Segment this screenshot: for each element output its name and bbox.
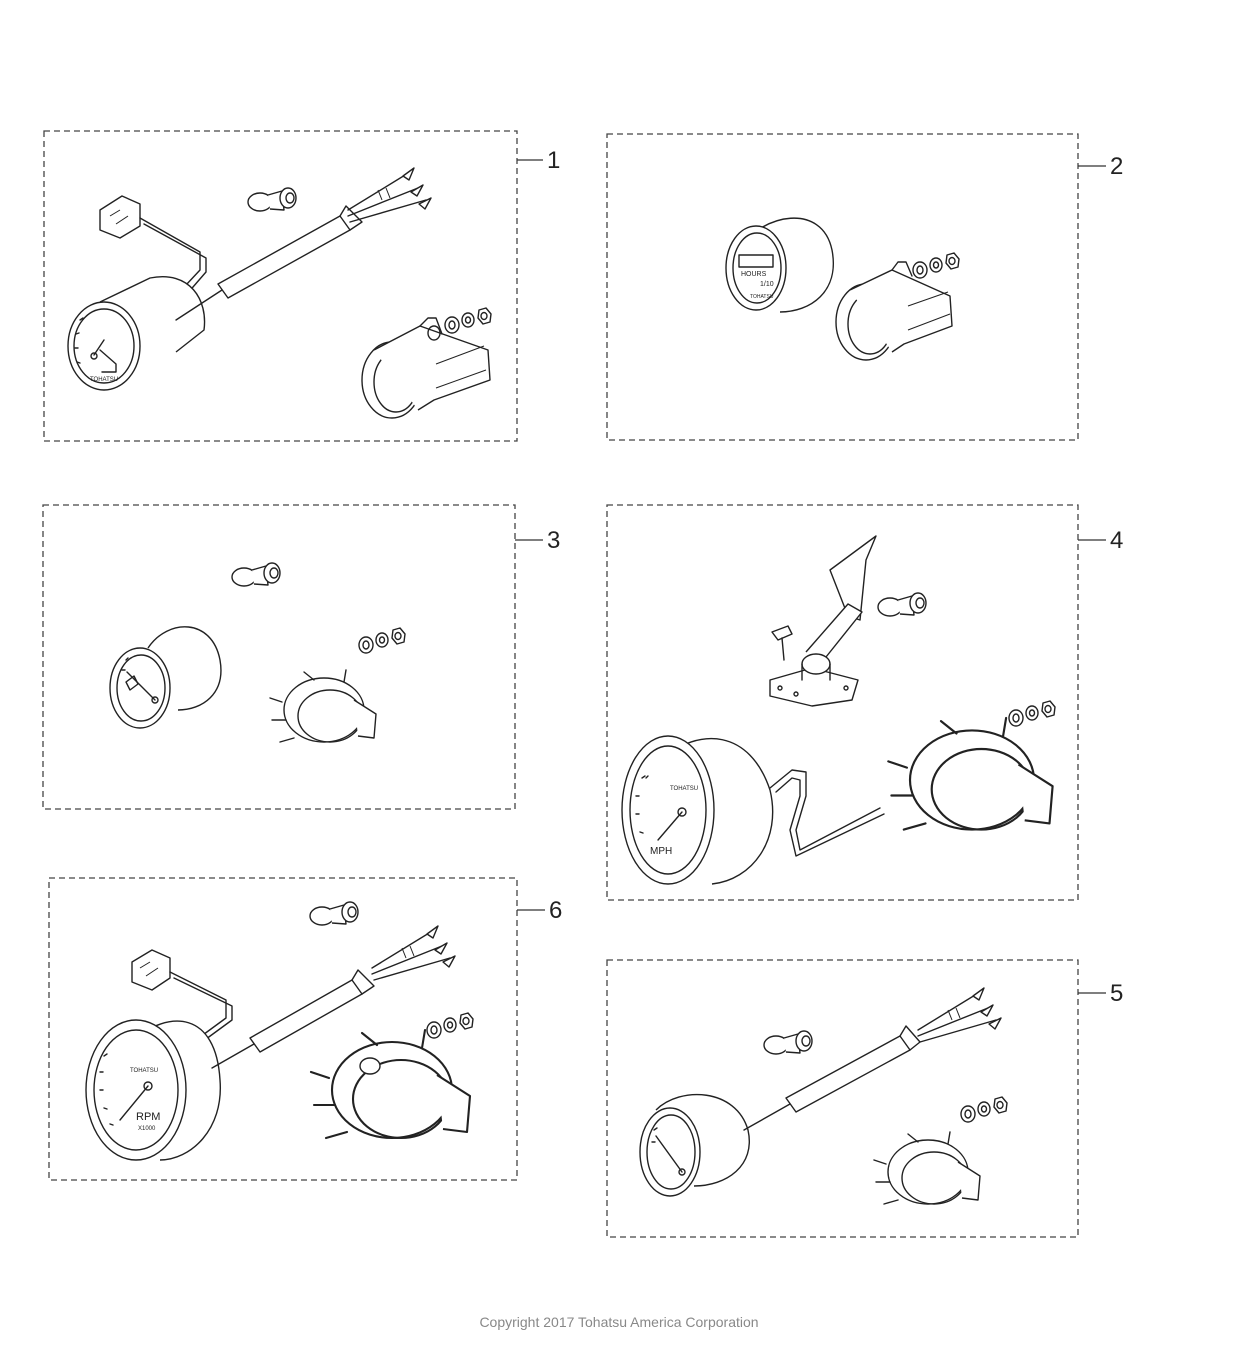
copyright-footer: Copyright 2017 Tohatsu America Corporati… [479,1314,759,1330]
kit-frame-2 [606,133,1079,441]
kit-2-dial-unit: 1/10 [760,281,774,288]
kit-6-dial-scale: X1000 [138,1126,156,1132]
kit-frame-4 [606,504,1079,901]
kit-2-dial-hours: HOURS [741,271,767,278]
kit-6-parts: TOHATSU RPM X1000 [85,901,474,1161]
callout-2: 2 [1110,153,1123,180]
kit-frame-1 [43,130,518,442]
kit-frame-5 [606,959,1079,1238]
kit-4-dial-unit: MPH [650,846,672,857]
callout-1: 1 [547,147,560,174]
callout-5: 5 [1110,980,1123,1007]
kit-2-dial-brand: TOHATSU [750,294,774,300]
kit-4-dial-brand: TOHATSU [670,786,698,792]
kit-3-parts [109,562,406,743]
callout-3: 3 [547,527,560,554]
kit-1-dial-brand: TOHATSU [90,377,118,383]
callout-4: 4 [1110,527,1123,554]
kit-5-parts [639,987,1008,1205]
kit-6-dial-brand: TOHATSU [130,1068,158,1074]
kit-frame-3 [42,504,516,810]
kit-6-dial-unit: RPM [136,1111,160,1123]
kit-1-parts: TOHATSU [67,167,492,419]
callout-6: 6 [549,897,562,924]
kit-2-parts: HOURS 1/10 TOHATSU [725,217,960,361]
kit-frame-6 [48,877,518,1181]
kit-4-parts: TOHATSU MPH [621,535,1056,885]
